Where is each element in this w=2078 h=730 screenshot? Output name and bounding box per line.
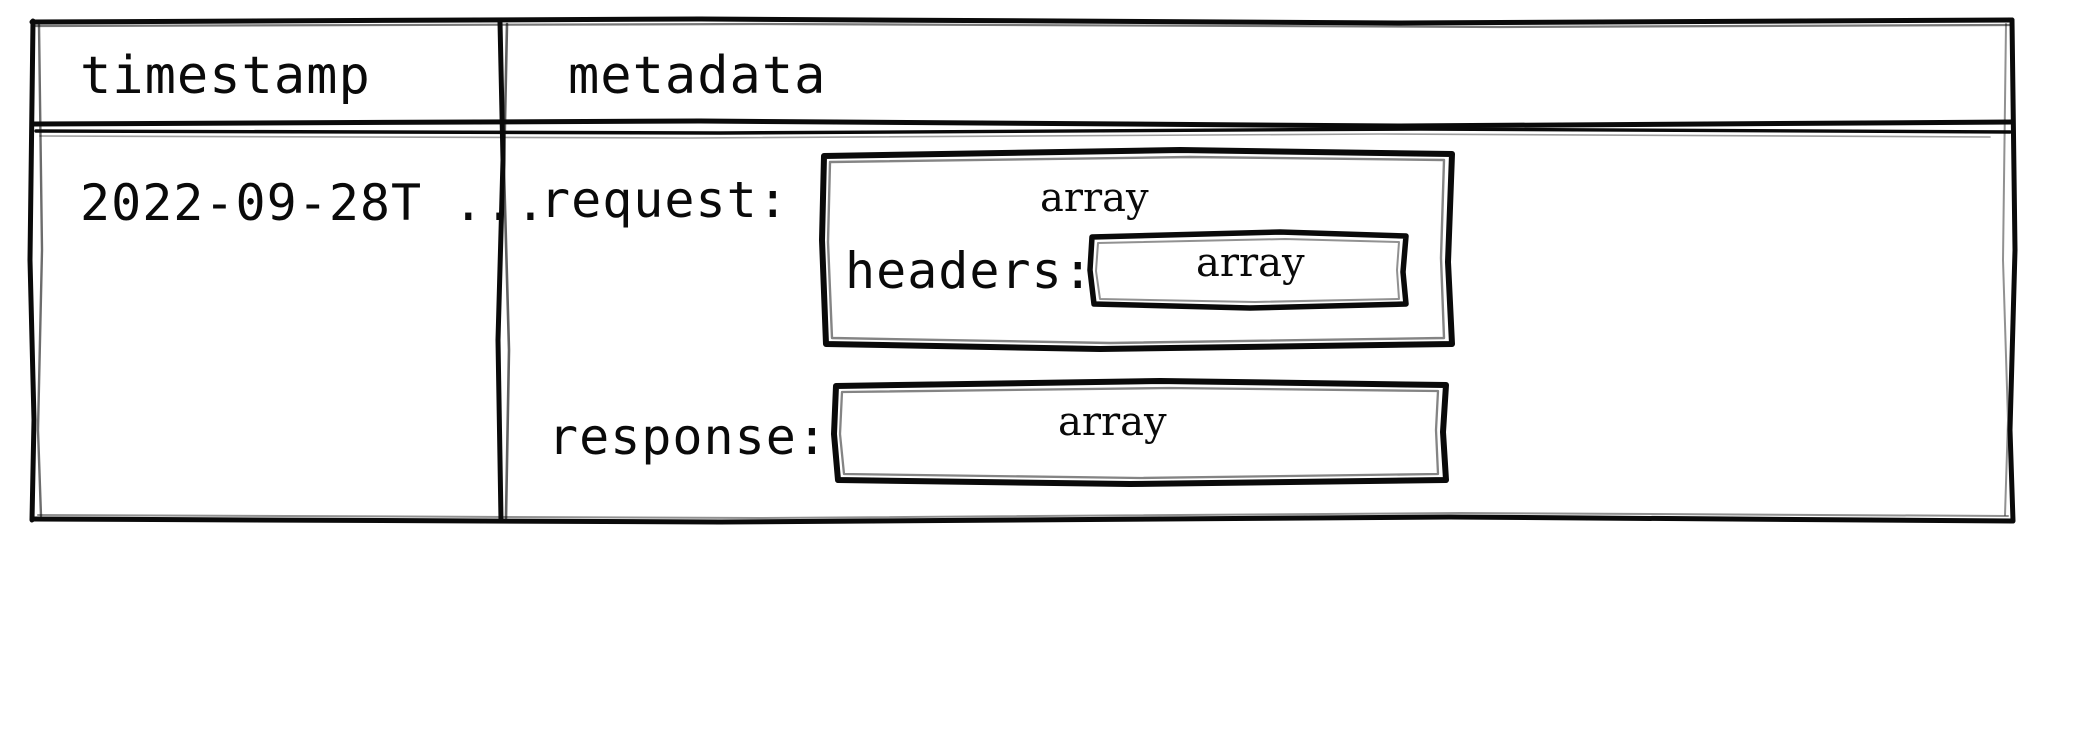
column-header-metadata: metadata <box>568 46 827 106</box>
field-key-request: request: <box>540 171 789 229</box>
type-label-headers: array <box>1196 240 1305 286</box>
type-label-response: array <box>1058 399 1167 445</box>
field-key-response: response: <box>548 408 828 466</box>
type-label-request: array <box>1040 175 1149 221</box>
field-key-headers: headers: <box>845 242 1094 300</box>
column-header-timestamp: timestamp <box>80 46 371 106</box>
timestamp-value: 2022-09-28T ... <box>80 174 547 232</box>
